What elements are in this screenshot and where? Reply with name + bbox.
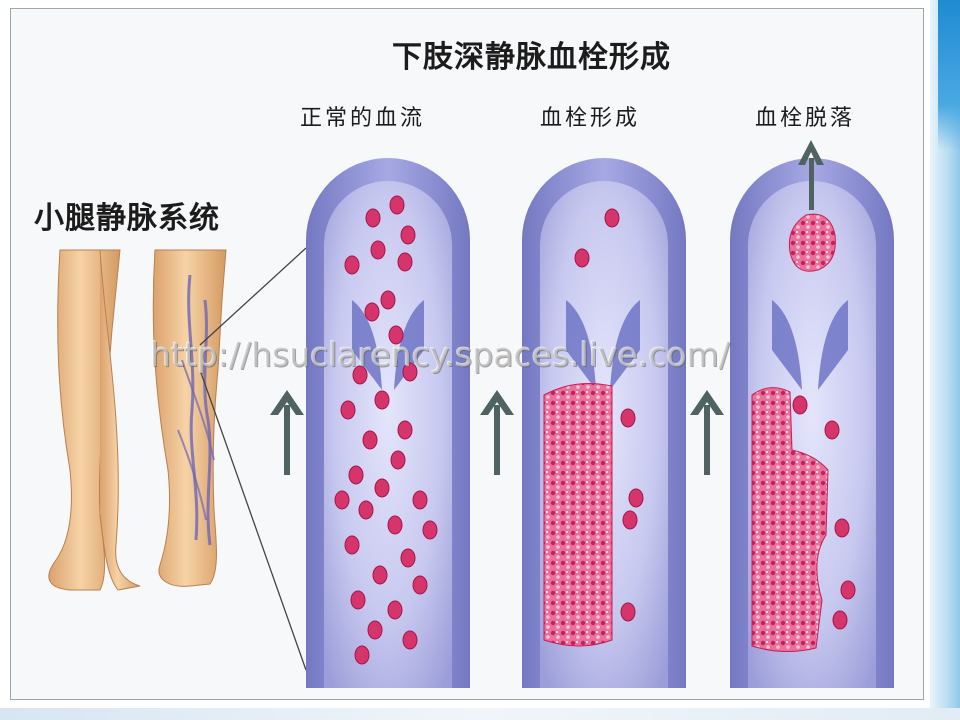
red-blood-cell-icon [387,515,403,535]
panel-label-clot-detached: 血栓脱落 [755,106,856,131]
detached-embolus [788,213,836,272]
up-arrow-icon [798,140,824,210]
vein-clot-forming [522,158,686,688]
red-blood-cell-icon [387,600,403,620]
red-blood-cell-icon [620,602,636,622]
red-blood-cell-icon [374,390,390,410]
red-blood-cell-icon [792,395,808,415]
red-blood-cell-icon [390,450,406,470]
watermark-url: http://hsuclarency.spaces.live.com/ [150,335,730,374]
up-arrow-icon [690,390,724,475]
blood-cells-clot [574,208,644,622]
up-arrow-icon [270,390,304,475]
up-arrow-icon [480,390,514,475]
thrombus [543,382,613,647]
red-blood-cell-icon [358,500,374,520]
red-blood-cell-icon [344,535,360,555]
red-blood-cell-icon [422,520,438,540]
bottom-decoration-band [0,708,960,720]
red-blood-cell-icon [400,548,416,568]
red-blood-cell-icon [372,565,388,585]
red-blood-cell-icon [397,252,413,272]
red-blood-cell-icon [352,365,368,385]
zoom-line-top [199,247,307,346]
red-blood-cell-icon [344,255,360,275]
legs-illustration [48,249,227,591]
red-blood-cell-icon [402,630,418,650]
red-blood-cell-icon [370,240,386,260]
red-blood-cell-icon [604,208,620,228]
red-blood-cell-icon [620,408,636,428]
blood-cells-normal [334,195,438,665]
red-blood-cell-icon [628,488,644,508]
red-blood-cell-icon [824,420,840,440]
red-blood-cell-icon [840,580,856,600]
red-blood-cell-icon [834,518,850,538]
red-blood-cell-icon [334,490,350,510]
red-blood-cell-icon [340,400,356,420]
red-blood-cell-icon [350,590,366,610]
diagram-title: 下肢深静脉血栓形成 [392,40,671,75]
red-blood-cell-icon [574,248,590,268]
red-blood-cell-icon [400,225,416,245]
red-blood-cell-icon [397,420,413,440]
right-decoration-band [930,0,960,720]
panel-label-clot-forming: 血栓形成 [540,106,641,131]
red-blood-cell-icon [380,290,396,310]
red-blood-cell-icon [348,465,364,485]
right-blue-stripe [938,0,960,150]
remaining-thrombus [751,387,829,653]
zoom-line-bottom [199,369,307,671]
red-blood-cell-icon [367,620,383,640]
red-blood-cell-icon [412,575,428,595]
red-blood-cell-icon [362,430,378,450]
vein-clot-detached [730,158,894,688]
red-blood-cell-icon [622,510,638,530]
vein-normal [306,158,470,688]
red-blood-cell-icon [388,325,404,345]
red-blood-cell-icon [389,195,405,215]
blood-cells-detached [792,395,856,630]
red-blood-cell-icon [832,610,848,630]
red-blood-cell-icon [402,362,418,382]
red-blood-cell-icon [412,490,428,510]
leg-vein-label: 小腿静脉系统 [34,201,220,236]
red-blood-cell-icon [364,302,380,322]
panel-label-normal: 正常的血流 [300,106,426,131]
red-blood-cell-icon [365,208,381,228]
red-blood-cell-icon [374,478,390,498]
red-blood-cell-icon [354,645,370,665]
